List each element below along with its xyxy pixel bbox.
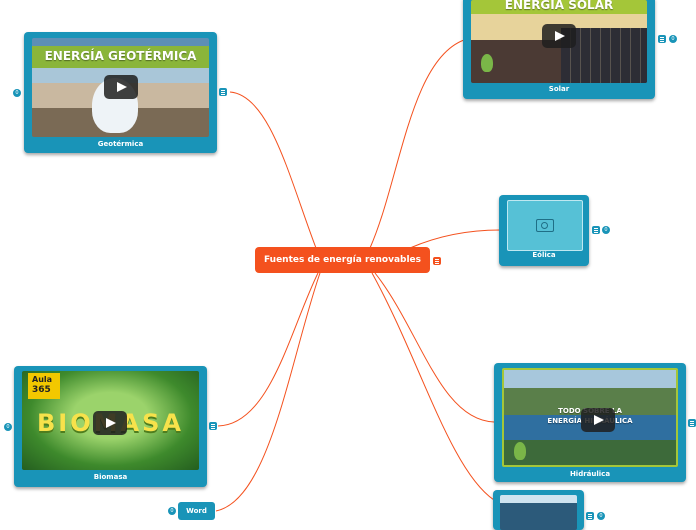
node-geotermica-label: Geotérmica (97, 140, 144, 148)
link-solar (369, 39, 465, 249)
link-geotermica (229, 91, 317, 249)
leaf-logo-icon (514, 442, 526, 460)
link-eolica (409, 229, 501, 249)
node-solar[interactable]: ENERGÍA SOLAR Solar (463, 0, 655, 99)
geotermica-video-title: ENERGÍA GEOTÉRMICA (44, 49, 197, 63)
child-count-badge[interactable]: 0 (4, 423, 12, 431)
biomasa-video-thumbnail[interactable]: Aula 365 BIOMASA (22, 371, 199, 470)
link-word (215, 272, 321, 512)
node-word-label: Word (186, 507, 207, 515)
notes-icon[interactable] (433, 257, 441, 265)
child-count-badge[interactable]: 0 (13, 89, 21, 97)
link-hidraulica (374, 272, 495, 423)
notes-icon[interactable] (658, 35, 666, 43)
child-count-badge[interactable]: 0 (602, 226, 610, 234)
node-biomasa-label: Biomasa (93, 473, 128, 481)
play-icon[interactable] (93, 411, 127, 435)
central-topic-label: Fuentes de energía renovables (263, 255, 422, 265)
child-count-badge[interactable]: 0 (669, 35, 677, 43)
eolica-image-placeholder[interactable] (507, 200, 583, 251)
node-geotermica[interactable]: ENERGÍA GEOTÉRMICA Geotérmica (24, 32, 217, 153)
node-partial[interactable] (493, 490, 584, 530)
partial-node-image[interactable] (500, 495, 577, 530)
node-solar-label: Solar (548, 85, 570, 93)
play-icon[interactable] (104, 75, 138, 99)
child-count-badge[interactable]: 0 (168, 507, 176, 515)
solar-video-thumbnail[interactable]: ENERGÍA SOLAR (471, 0, 647, 83)
node-eolica[interactable]: Eólica (499, 195, 589, 266)
node-biomasa[interactable]: Aula 365 BIOMASA Biomasa (14, 366, 207, 487)
link-bottom (371, 272, 495, 501)
node-hidraulica[interactable]: TODO SOBRE LA ENERGÍA HIDRÁULICA Hidrául… (494, 363, 686, 482)
hidraulica-video-thumbnail[interactable]: TODO SOBRE LA ENERGÍA HIDRÁULICA (502, 368, 678, 467)
node-word[interactable]: Word (178, 502, 215, 520)
notes-icon[interactable] (209, 422, 217, 430)
node-eolica-label: Eólica (532, 251, 556, 259)
link-biomasa (217, 272, 319, 427)
aula365-logo: Aula 365 (28, 373, 60, 399)
notes-icon[interactable] (219, 88, 227, 96)
central-topic[interactable]: Fuentes de energía renovables (255, 247, 430, 273)
notes-icon[interactable] (586, 512, 594, 520)
camera-icon (536, 219, 554, 232)
leaf-logo-icon (481, 54, 493, 72)
node-hidraulica-label: Hidráulica (569, 470, 611, 478)
notes-icon[interactable] (592, 226, 600, 234)
play-icon[interactable] (542, 24, 576, 48)
notes-icon[interactable] (688, 419, 696, 427)
solar-video-title: ENERGÍA SOLAR (504, 0, 614, 12)
title-banner (32, 46, 209, 68)
child-count-badge[interactable]: 0 (597, 512, 605, 520)
play-icon[interactable] (581, 408, 615, 432)
geotermica-video-thumbnail[interactable]: ENERGÍA GEOTÉRMICA (32, 38, 209, 137)
